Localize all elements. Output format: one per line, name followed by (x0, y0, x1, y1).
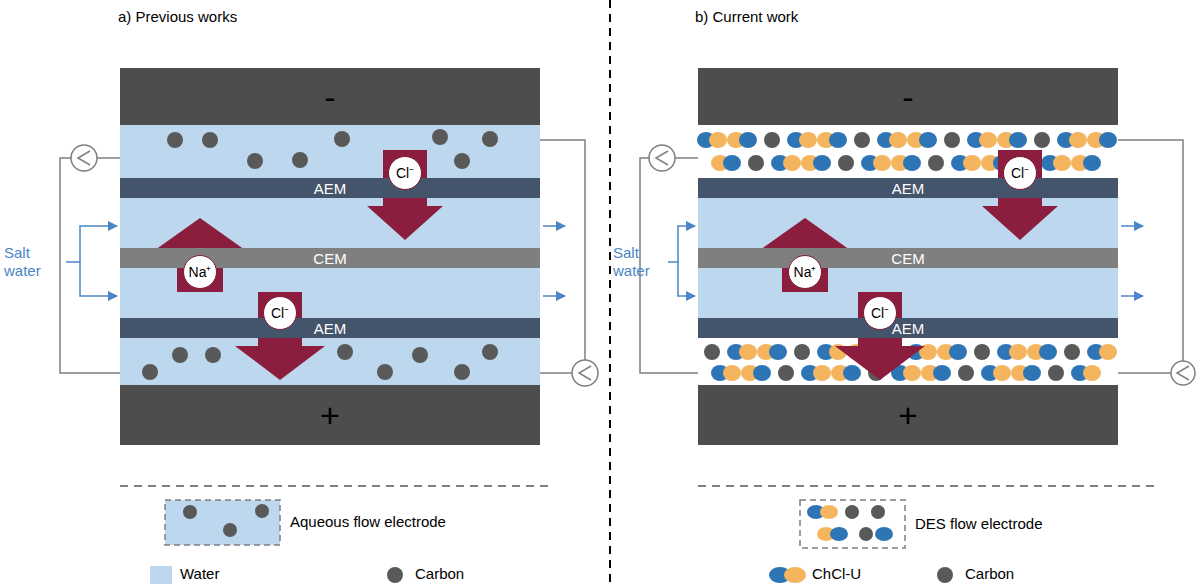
legend-swatch (387, 567, 403, 583)
des-particles (697, 132, 1117, 381)
legend-text: Carbon (415, 565, 464, 583)
node-text: + (320, 398, 340, 432)
node-text: - (324, 80, 335, 114)
panel-title: b) Current work (695, 8, 798, 26)
feed-lines (66, 226, 1143, 296)
cation-exchange-membrane: CEM (698, 248, 1118, 268)
node-text: Cl⁻ (271, 306, 289, 320)
des-channel (698, 125, 1118, 178)
legend-text: Water (180, 565, 219, 583)
electrode-plate: + (120, 385, 540, 445)
node-text: Na⁺ (794, 265, 817, 279)
legend-sample-aqueous (165, 500, 280, 545)
node-text: AEM (892, 181, 925, 196)
flow-label: Salt water (4, 244, 64, 280)
electrode-plate: - (698, 68, 1118, 125)
legend-text: Aqueous flow electrode (290, 513, 446, 531)
legend-separator (120, 485, 552, 487)
panel-divider (609, 0, 611, 587)
electrode-plate: + (698, 385, 1118, 445)
ion-circle: Na⁺ (183, 255, 217, 289)
legend-swatch (150, 566, 172, 584)
electrode-plate: - (120, 68, 540, 125)
legend-text: ChCl-U (812, 565, 861, 583)
water-region (698, 178, 1118, 338)
node-text: CEM (313, 251, 346, 266)
panel-title: a) Previous works (118, 8, 237, 26)
anion-exchange-membrane: AEM (120, 318, 540, 338)
node-text: AEM (314, 321, 347, 336)
node-text: AEM (314, 181, 347, 196)
ion-circle: Cl⁻ (263, 296, 297, 330)
node-text: Cl⁻ (396, 166, 414, 180)
anion-exchange-membrane: AEM (698, 178, 1118, 198)
legend-text: DES flow electrode (915, 515, 1043, 533)
node-text: Cl⁻ (871, 306, 889, 320)
node-text: Na⁺ (189, 265, 212, 279)
node-text: CEM (891, 251, 924, 266)
pump-symbol (71, 145, 1195, 386)
cation-exchange-membrane: CEM (120, 248, 540, 268)
legend-separator (698, 485, 1160, 487)
water-region (120, 125, 540, 385)
anion-exchange-membrane: AEM (120, 178, 540, 198)
ion-circle: Cl⁻ (1003, 156, 1037, 190)
legend-sample-des (800, 500, 905, 548)
recirculation-wires (60, 140, 1183, 373)
legend-text: Carbon (965, 565, 1014, 583)
ion-circle: Na⁺ (788, 255, 822, 289)
node-text: + (898, 398, 918, 432)
anion-exchange-membrane: AEM (698, 318, 1118, 338)
flow-label: Salt water (613, 244, 669, 280)
node-text: AEM (892, 321, 925, 336)
node-text: - (902, 80, 913, 114)
ion-circle: Cl⁻ (388, 156, 422, 190)
legend-sample-chcl-u (769, 567, 806, 583)
ion-circle: Cl⁻ (863, 296, 897, 330)
node-text: Cl⁻ (1011, 166, 1029, 180)
legend-swatch (937, 567, 953, 583)
des-channel (698, 338, 1118, 385)
